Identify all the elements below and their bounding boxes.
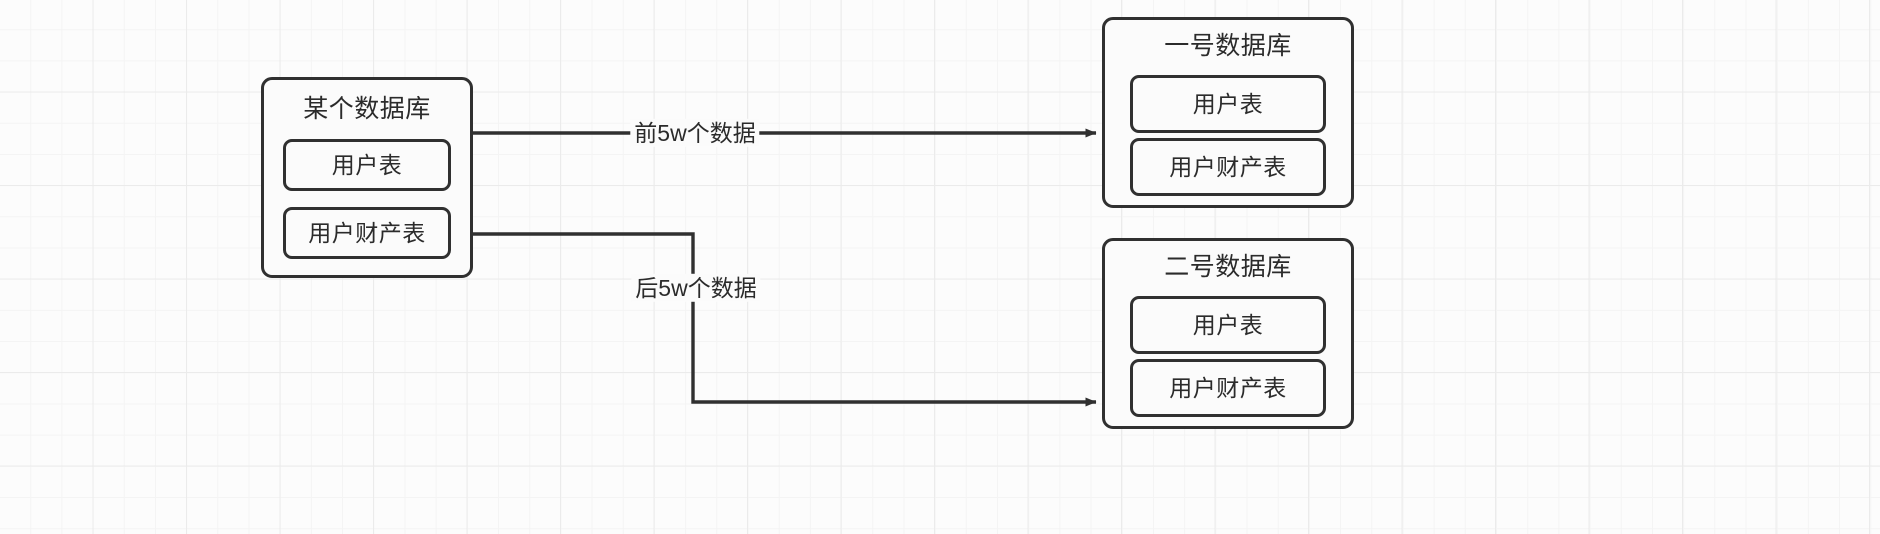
node-db-one-title: 一号数据库 [1164, 32, 1292, 60]
table-db-two-1[interactable]: 用户财产表 [1130, 359, 1326, 417]
node-db-two-title: 二号数据库 [1164, 253, 1292, 281]
node-source-db-title: 某个数据库 [303, 95, 431, 123]
node-db-two[interactable]: 二号数据库 用户表 用户财产表 [1102, 238, 1354, 429]
table-db-two-0[interactable]: 用户表 [1130, 296, 1326, 354]
table-db-one-1[interactable]: 用户财产表 [1130, 138, 1326, 196]
edge-label-second-half: 后5w个数据 [631, 273, 761, 303]
node-source-db[interactable]: 某个数据库 用户表 用户财产表 [261, 77, 473, 278]
edge-label-first-half: 前5w个数据 [630, 118, 760, 148]
edge-second-half-path [473, 232, 1097, 407]
table-source-db-0[interactable]: 用户表 [283, 139, 451, 191]
table-db-one-0[interactable]: 用户表 [1130, 75, 1326, 133]
node-db-one[interactable]: 一号数据库 用户表 用户财产表 [1102, 17, 1354, 208]
table-source-db-1[interactable]: 用户财产表 [283, 207, 451, 259]
